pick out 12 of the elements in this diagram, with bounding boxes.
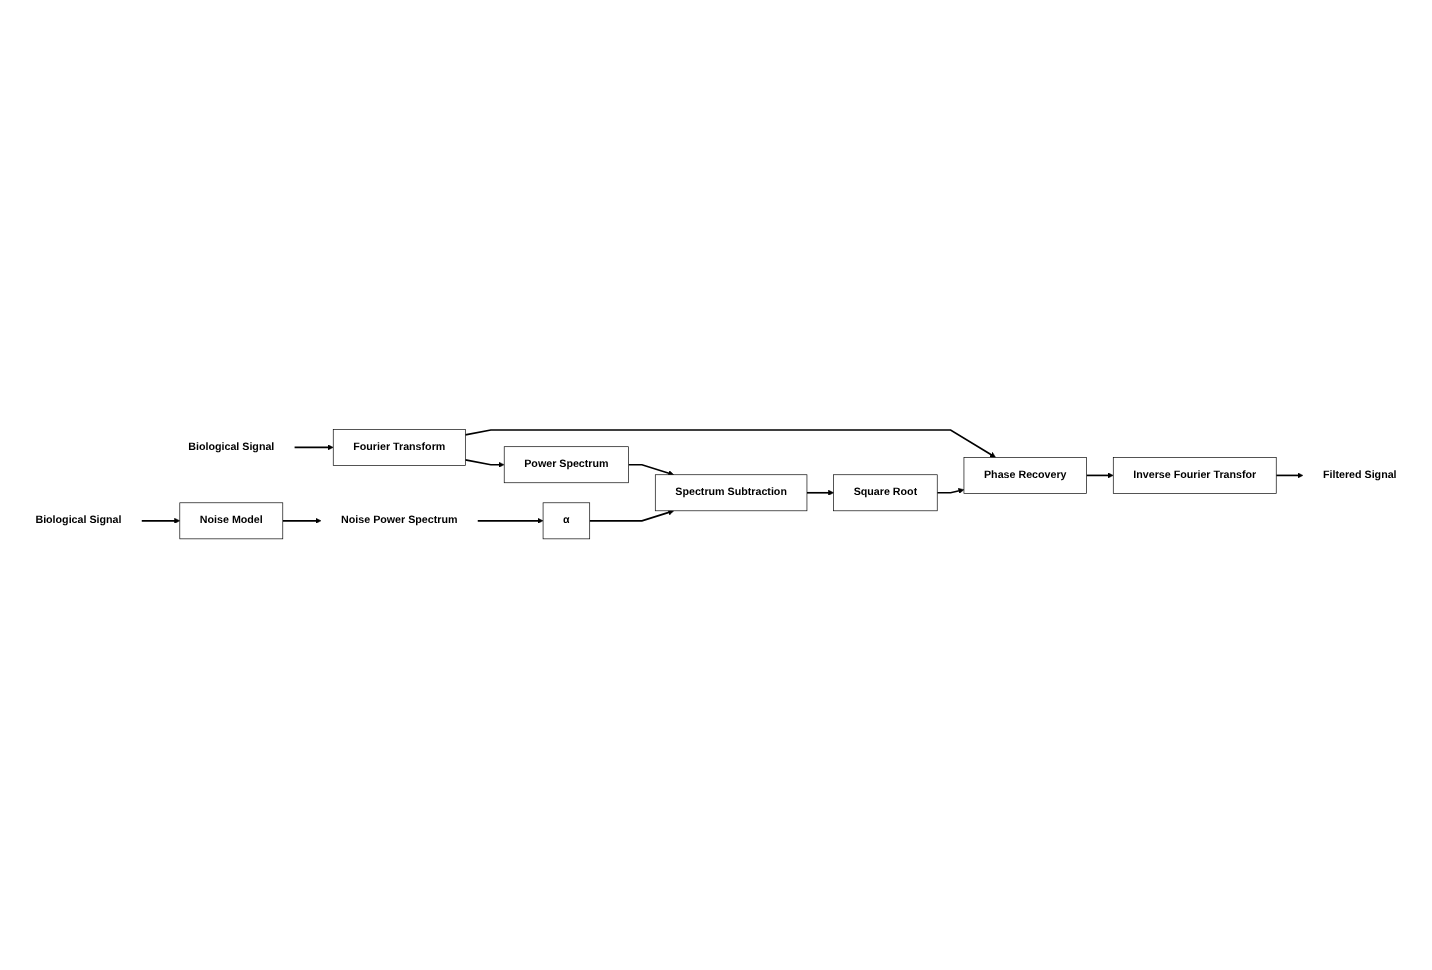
arrow xyxy=(936,488,965,495)
arrow xyxy=(806,490,834,497)
arrow xyxy=(140,518,181,525)
arrow xyxy=(1275,473,1304,480)
arrow xyxy=(627,464,675,477)
arrow xyxy=(281,518,322,525)
arrow xyxy=(588,510,675,523)
arrow xyxy=(476,518,544,525)
arrow xyxy=(1085,473,1114,480)
arrow xyxy=(464,459,505,469)
arrow xyxy=(293,445,334,452)
arrow xyxy=(464,430,996,459)
